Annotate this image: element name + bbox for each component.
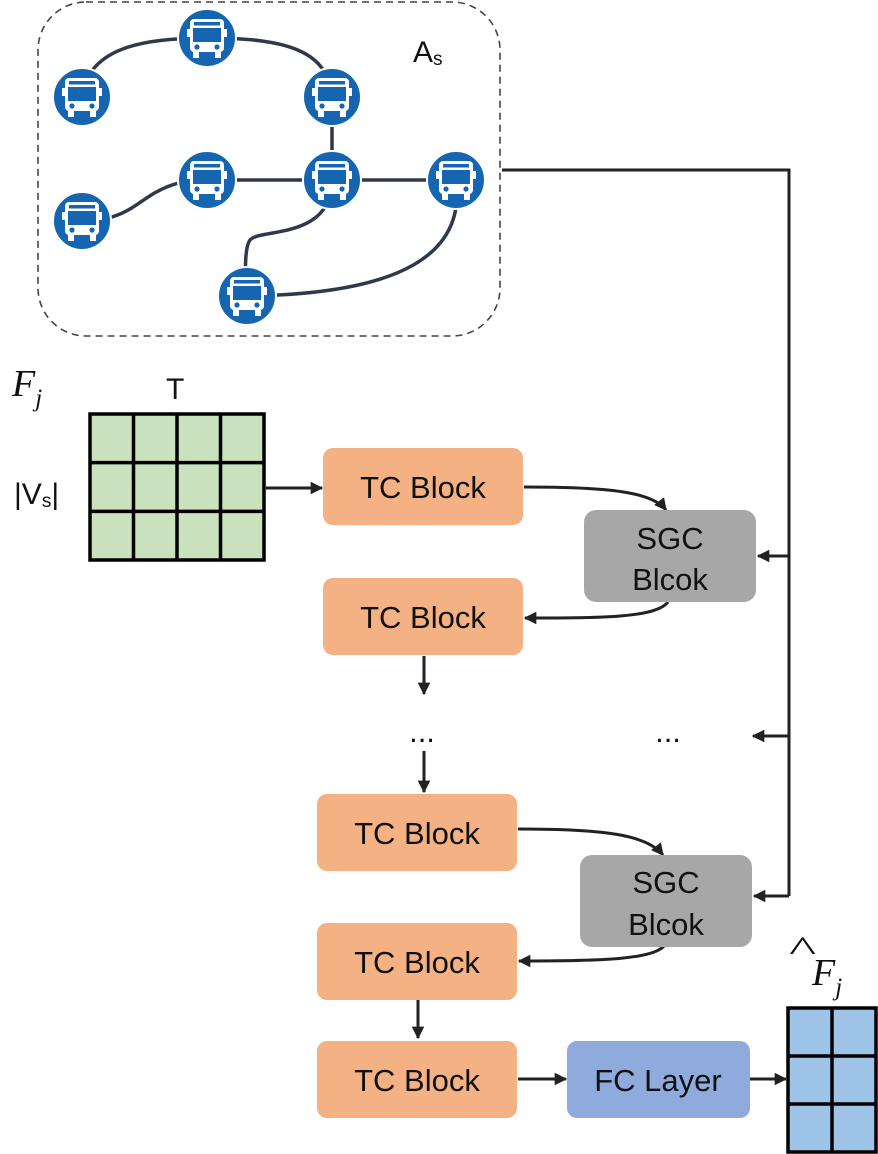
bus-icon	[302, 150, 362, 210]
output-symbol-main: F	[811, 952, 836, 994]
sgc-block-line1: SGC	[632, 865, 699, 900]
bus-icon	[52, 191, 112, 251]
output-feature-matrix	[786, 1006, 878, 1154]
tc-block-label: TC Block	[354, 945, 480, 980]
bus-icon	[52, 67, 112, 127]
node-count-sub: s	[42, 491, 52, 512]
fc-layer: FC Layer	[567, 1041, 750, 1118]
sgc1-to-tc2-arrow	[523, 600, 670, 625]
node-count-end: |	[51, 478, 59, 511]
tc1-to-sgc1-arrow	[523, 485, 668, 511]
connectors	[265, 168, 791, 1086]
bus-icon	[177, 8, 237, 68]
tc-block: TC Block	[323, 448, 523, 525]
graph-boundary	[37, 1, 501, 337]
input-symbol: Fj	[11, 363, 42, 412]
tc3-to-sgc2-arrow	[517, 827, 665, 856]
model-blocks: TC Block SGC Blcok TC Block ... ... TC B…	[317, 448, 756, 1118]
ellipsis-right: ...	[655, 714, 681, 749]
time-axis-label: T	[166, 373, 184, 406]
sgc2-to-tc4-arrow	[517, 944, 666, 968]
graph-label-sub: s	[433, 49, 443, 70]
graph-label-main: A	[413, 36, 433, 69]
output-symbol-sub: j	[832, 974, 842, 1001]
sgc-block-line2: Blcok	[632, 562, 708, 597]
tc-block-label: TC Block	[360, 470, 486, 505]
tc-block: TC Block	[317, 1041, 517, 1118]
sgc-block: SGC Blcok	[580, 855, 752, 947]
tc-block: TC Block	[317, 794, 517, 871]
fc-layer-label: FC Layer	[594, 1063, 721, 1098]
graph-label: As	[413, 36, 443, 70]
sgc-block: SGC Blcok	[584, 510, 756, 602]
graph-edges	[80, 36, 459, 298]
sgc-block-line2: Blcok	[628, 907, 704, 942]
output-matrix-group: ^ Fj	[786, 930, 878, 1154]
input-symbol-sub: j	[32, 385, 42, 412]
input-feature-matrix	[88, 412, 266, 562]
tc-block-label: TC Block	[360, 600, 486, 635]
tc-block: TC Block	[317, 923, 517, 1000]
output-symbol: Fj	[811, 952, 842, 1001]
tc-block: TC Block	[323, 578, 523, 655]
input-symbol-main: F	[11, 363, 36, 405]
node-count-label: |Vs|	[14, 478, 59, 512]
bus-icon	[302, 67, 362, 127]
input-matrix-group: Fj T |Vs|	[11, 363, 266, 562]
output-hat: ^	[788, 930, 816, 970]
ellipsis-left: ...	[409, 714, 435, 749]
tc-block-label: TC Block	[354, 816, 480, 851]
sgc-block-line1: SGC	[636, 521, 703, 556]
bus-network-graph: As	[37, 1, 501, 337]
bus-icon	[426, 150, 486, 210]
bus-icon	[177, 150, 237, 210]
tc-block-label: TC Block	[354, 1063, 480, 1098]
adjacency-feed-line	[502, 168, 791, 896]
bus-icon	[217, 266, 277, 326]
node-count-main: |V	[14, 478, 42, 511]
